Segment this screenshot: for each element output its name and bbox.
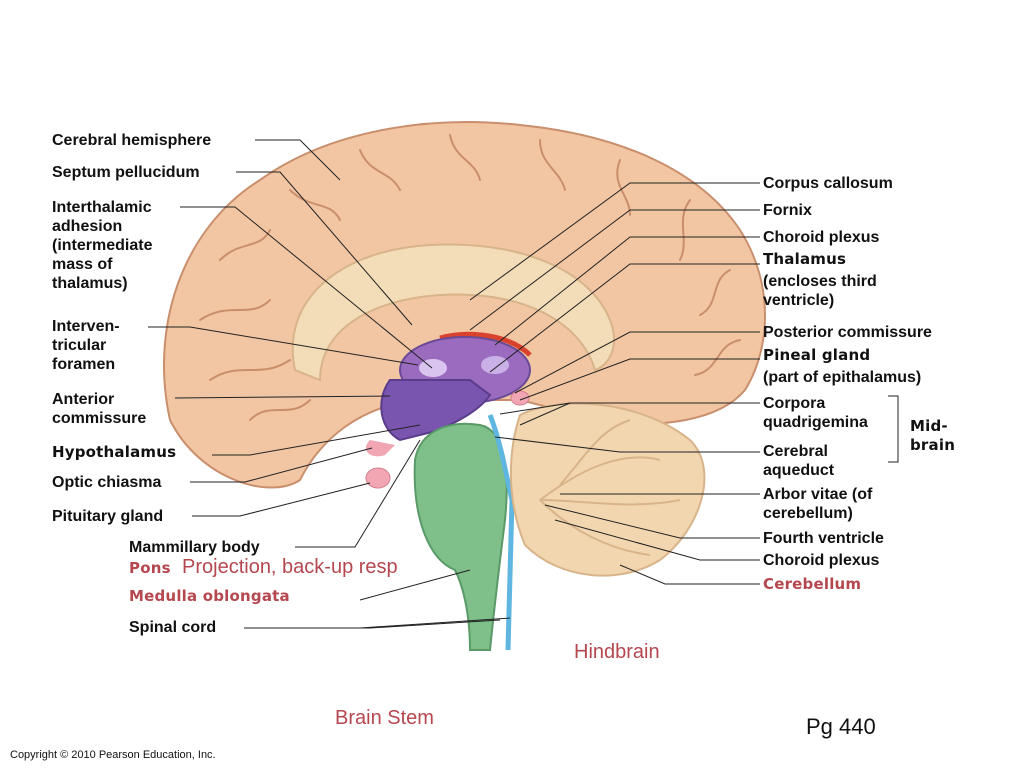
label-septum-pellucidum: Septum pellucidum	[52, 164, 200, 181]
label-line: quadrigemina	[763, 414, 868, 431]
label-thalamus-note: (encloses third ventricle)	[763, 272, 877, 310]
optic-chiasma-shape	[365, 440, 395, 457]
label-midbrain: Mid- brain	[910, 417, 955, 455]
interthalamic-adhesion-shape	[419, 359, 447, 377]
label-fourth-ventricle: Fourth ventricle	[763, 530, 884, 547]
label-line: commissure	[52, 410, 147, 427]
label-line: adhesion	[52, 218, 123, 235]
label-line: Interven-	[52, 318, 120, 335]
label-line: Interthalamic	[52, 199, 152, 216]
brainstem-shape	[413, 422, 508, 651]
cerebellum-shape	[509, 402, 706, 577]
label-line: Arbor vitae (of	[763, 486, 873, 503]
label-arbor-vitae: Arbor vitae (of cerebellum)	[763, 485, 872, 523]
label-posterior-commissure: Posterior commissure	[763, 324, 932, 341]
label-optic-chiasma: Optic chiasma	[52, 474, 162, 491]
pituitary-shape	[365, 467, 391, 489]
label-pineal-note: (part of epithalamus)	[763, 369, 922, 386]
label-line: Corpora	[763, 395, 826, 412]
label-line: foramen	[52, 356, 116, 373]
annotation-page-number: Pg 440	[806, 714, 876, 739]
label-pituitary-gland: Pituitary gland	[52, 508, 164, 525]
label-line: mass of	[52, 256, 113, 273]
pineal-shape	[510, 390, 530, 406]
label-line: thalamus)	[52, 275, 128, 292]
label-fornix: Fornix	[763, 202, 812, 219]
thalamus-highlight	[481, 356, 509, 374]
label-corpora-quadrigemina: Corpora quadrigemina	[763, 394, 868, 432]
label-line: (encloses third	[763, 273, 877, 290]
annotation-brain-stem: Brain Stem	[335, 707, 434, 729]
label-thalamus: Thalamus	[763, 250, 847, 268]
label-line: cerebellum)	[763, 505, 853, 522]
leader-lines	[148, 139, 899, 629]
label-spinal-cord: Spinal cord	[129, 619, 217, 636]
label-cerebellum: Cerebellum	[763, 575, 862, 593]
label-cerebral-aqueduct: Cerebral aqueduct	[763, 442, 834, 480]
label-line: Anterior	[52, 391, 115, 408]
cerebral-hemisphere-shape	[163, 121, 766, 489]
label-choroid-plexus-bottom: Choroid plexus	[763, 552, 880, 569]
label-line: aqueduct	[763, 462, 835, 479]
choroid-plexus-shape	[439, 331, 532, 357]
copyright-notice: Copyright © 2010 Pearson Education, Inc.	[10, 749, 216, 761]
arbor-vitae-branches	[539, 419, 681, 556]
label-mammillary-body: Mammillary body	[129, 539, 260, 556]
label-line: tricular	[52, 337, 107, 354]
label-hypothalamus: Hypothalamus	[52, 443, 177, 461]
label-choroid-plexus-top: Choroid plexus	[763, 229, 880, 246]
annotation-projection: Projection, back-up resp	[182, 556, 398, 578]
label-corpus-callosum: Corpus callosum	[763, 175, 893, 192]
label-anterior-commissure: Anterior commissure	[52, 390, 146, 428]
label-medulla-oblongata: Medulla oblongata	[129, 587, 290, 605]
label-line: ventricle)	[763, 292, 835, 309]
label-pons: Pons	[129, 559, 171, 577]
label-interventricular-foramen: Interven- tricular foramen	[52, 317, 120, 374]
label-line: Cerebral	[763, 443, 828, 460]
label-line: brain	[910, 436, 956, 454]
label-line: Mid-	[910, 417, 948, 435]
label-pineal-gland: Pineal gland	[763, 346, 871, 364]
corpus-callosum-shape	[291, 243, 615, 382]
label-line: (intermediate	[52, 237, 153, 254]
label-interthalamic-adhesion: Interthalamic adhesion (intermediate mas…	[52, 198, 152, 293]
label-cerebral-hemisphere: Cerebral hemisphere	[52, 132, 212, 149]
annotation-hindbrain: Hindbrain	[574, 641, 660, 663]
